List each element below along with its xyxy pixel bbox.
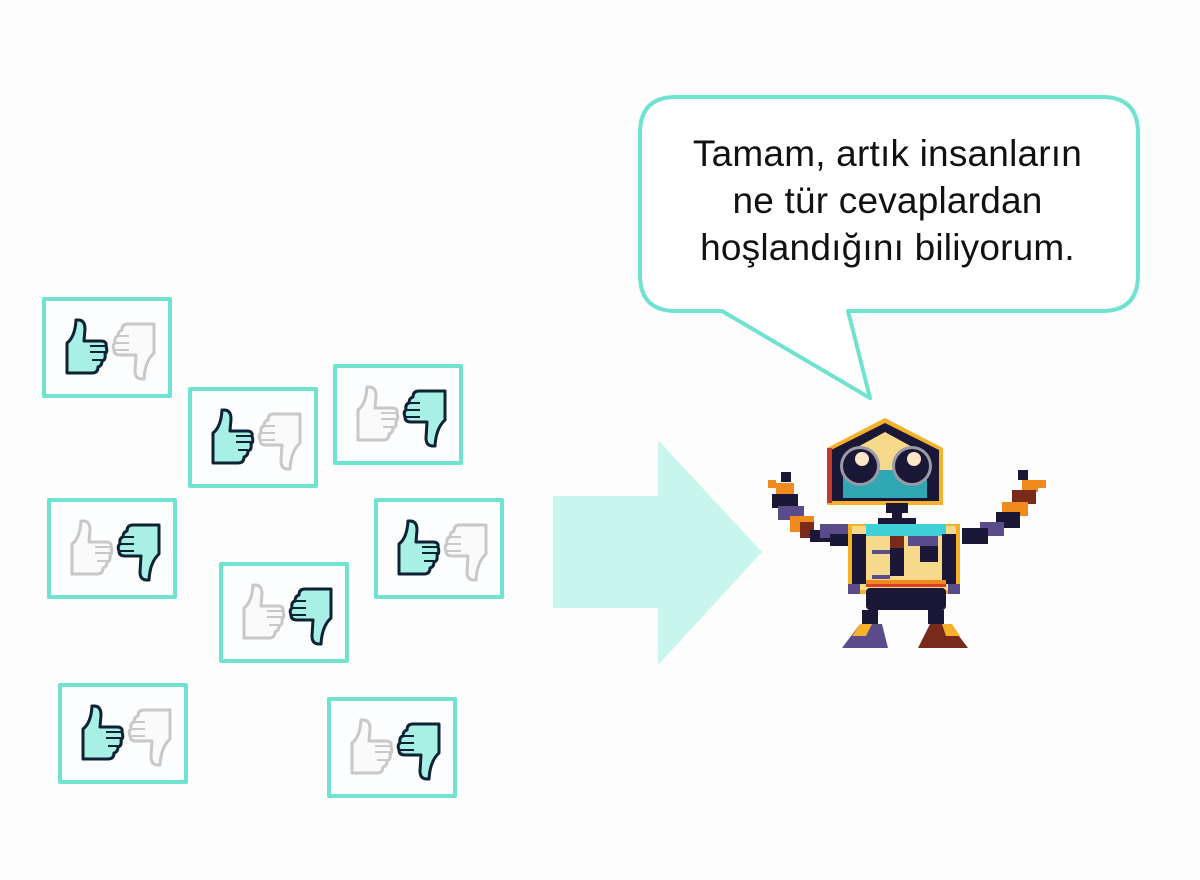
speech-line-2: ne tür cevaplardan xyxy=(732,180,1043,221)
thumbs-down-icon[interactable] xyxy=(288,587,333,646)
speech-line-3: hoşlandığını biliyorum. xyxy=(700,227,1075,268)
speech-line-1: Tamam, artık insanların xyxy=(692,133,1083,174)
thumbs-up-icon[interactable] xyxy=(350,718,394,775)
feedback-card xyxy=(374,498,504,599)
thumbs-up-icon[interactable] xyxy=(81,704,125,761)
feedback-card xyxy=(219,562,349,663)
thumbs-up-icon[interactable] xyxy=(65,318,109,375)
feedback-card xyxy=(58,683,188,784)
thumbs-down-icon[interactable] xyxy=(127,708,172,767)
feedback-card xyxy=(188,387,318,488)
speech-bubble-text: Tamam, artık insanların ne tür cevaplard… xyxy=(640,130,1135,271)
feedback-card xyxy=(42,297,172,398)
feedback-card xyxy=(327,697,457,798)
thumbs-down-icon[interactable] xyxy=(257,412,302,471)
thumbs-down-icon[interactable] xyxy=(111,322,156,381)
thumbs-up-icon[interactable] xyxy=(211,408,255,465)
thumbs-down-icon[interactable] xyxy=(402,389,447,448)
thumbs-up-icon[interactable] xyxy=(70,519,114,576)
thumbs-down-icon[interactable] xyxy=(396,722,441,781)
thumbs-down-icon[interactable] xyxy=(116,523,161,582)
feedback-card xyxy=(333,364,463,465)
feedback-card xyxy=(47,498,177,599)
thumbs-up-icon[interactable] xyxy=(242,583,286,640)
thumbs-down-icon[interactable] xyxy=(443,523,488,582)
thumbs-up-icon[interactable] xyxy=(356,385,400,442)
thumbs-up-icon[interactable] xyxy=(397,519,441,576)
